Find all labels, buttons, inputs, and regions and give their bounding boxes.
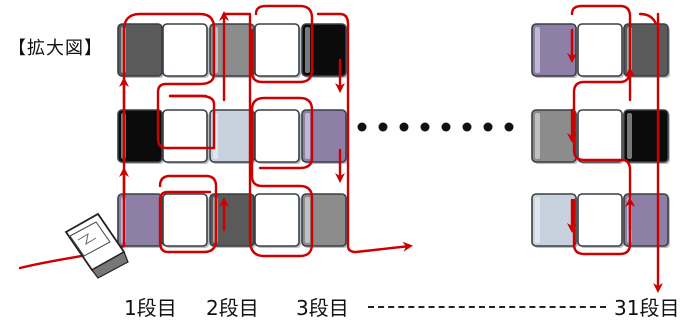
stage-ellipsis-dashes xyxy=(368,306,606,308)
thread-stage-1-lower xyxy=(158,174,218,254)
left-tile-r1-c1 xyxy=(117,23,164,78)
thread-path xyxy=(18,4,663,293)
stage-label-2: 2段目 xyxy=(206,296,259,320)
tile-body xyxy=(577,109,623,163)
tile-body xyxy=(209,109,255,163)
tile-highlight xyxy=(305,113,310,159)
thread-stage-2-loops xyxy=(222,12,314,258)
right-tile-r3-c1 xyxy=(531,193,578,248)
left-tile-r3-c5 xyxy=(301,193,348,248)
stage-label-3: 3段目 xyxy=(296,296,349,320)
pencil-face xyxy=(69,221,111,257)
right-tile-r2-c1 xyxy=(531,109,578,164)
tile-body xyxy=(531,193,577,247)
tile-highlight xyxy=(535,197,540,243)
pencil-grip xyxy=(91,251,129,279)
ellipsis-dot-4 xyxy=(420,122,430,132)
right-tile-r1-c1 xyxy=(531,23,578,78)
stage-label-31: 31段目 xyxy=(614,296,680,320)
tile-body xyxy=(209,23,255,77)
tile-body xyxy=(117,109,163,163)
right-tile-r1-c2 xyxy=(577,23,624,78)
left-tile-r3-c1 xyxy=(117,193,164,248)
stage-label-1: 1段目 xyxy=(124,296,177,320)
right-tile-r3-c2 xyxy=(577,193,624,248)
diagram-title: 【拡大図】 xyxy=(8,38,103,59)
tile-body xyxy=(117,193,163,247)
thread-stage-1-up xyxy=(18,12,216,270)
ellipsis-dot-1 xyxy=(357,122,367,132)
tile-body xyxy=(254,109,300,163)
thread-stage-31-left xyxy=(570,4,632,256)
tile-body xyxy=(209,193,255,247)
ellipsis-dot-2 xyxy=(378,122,388,132)
thread-stage-3 xyxy=(316,12,413,254)
pencil-scribble xyxy=(77,232,97,246)
thread-stage-31-top xyxy=(638,12,658,26)
left-tile-r2-c1 xyxy=(117,109,164,164)
left-tile-r3-c4 xyxy=(254,193,301,248)
left-tile-r2-c2 xyxy=(162,109,209,164)
tile-body xyxy=(117,23,163,77)
tile-highlight xyxy=(535,27,540,73)
ellipsis-dot-6 xyxy=(462,122,472,132)
ellipsis-dot-8 xyxy=(504,122,514,132)
tile-body xyxy=(577,193,623,247)
pencil-icon xyxy=(64,212,129,279)
tile-highlight xyxy=(305,197,310,243)
tile-highlight xyxy=(627,113,632,159)
thread-stage-2-top xyxy=(250,4,314,84)
right-tile-r2-c2 xyxy=(577,109,624,164)
tile-body xyxy=(254,193,300,247)
tile-body xyxy=(577,23,623,77)
ellipsis-dot-7 xyxy=(483,122,493,132)
ellipsis-dot-5 xyxy=(441,122,451,132)
left-tile-r1-c2 xyxy=(162,23,209,78)
tile-body xyxy=(254,23,300,77)
tile-highlight xyxy=(535,113,540,159)
left-tile-r1-c4 xyxy=(254,23,301,78)
ellipsis-dots xyxy=(357,122,514,132)
right-tile-grid xyxy=(531,23,670,248)
tile-body xyxy=(162,193,208,247)
ellipsis-dot-3 xyxy=(399,122,409,132)
tile-body xyxy=(162,23,208,77)
left-tile-r3-c2 xyxy=(162,193,209,248)
left-tile-r2-c4 xyxy=(254,109,301,164)
tile-body xyxy=(531,23,577,77)
left-tile-grid xyxy=(117,23,348,248)
tile-highlight xyxy=(305,27,310,73)
right-tile-r2-c3 xyxy=(623,109,670,164)
